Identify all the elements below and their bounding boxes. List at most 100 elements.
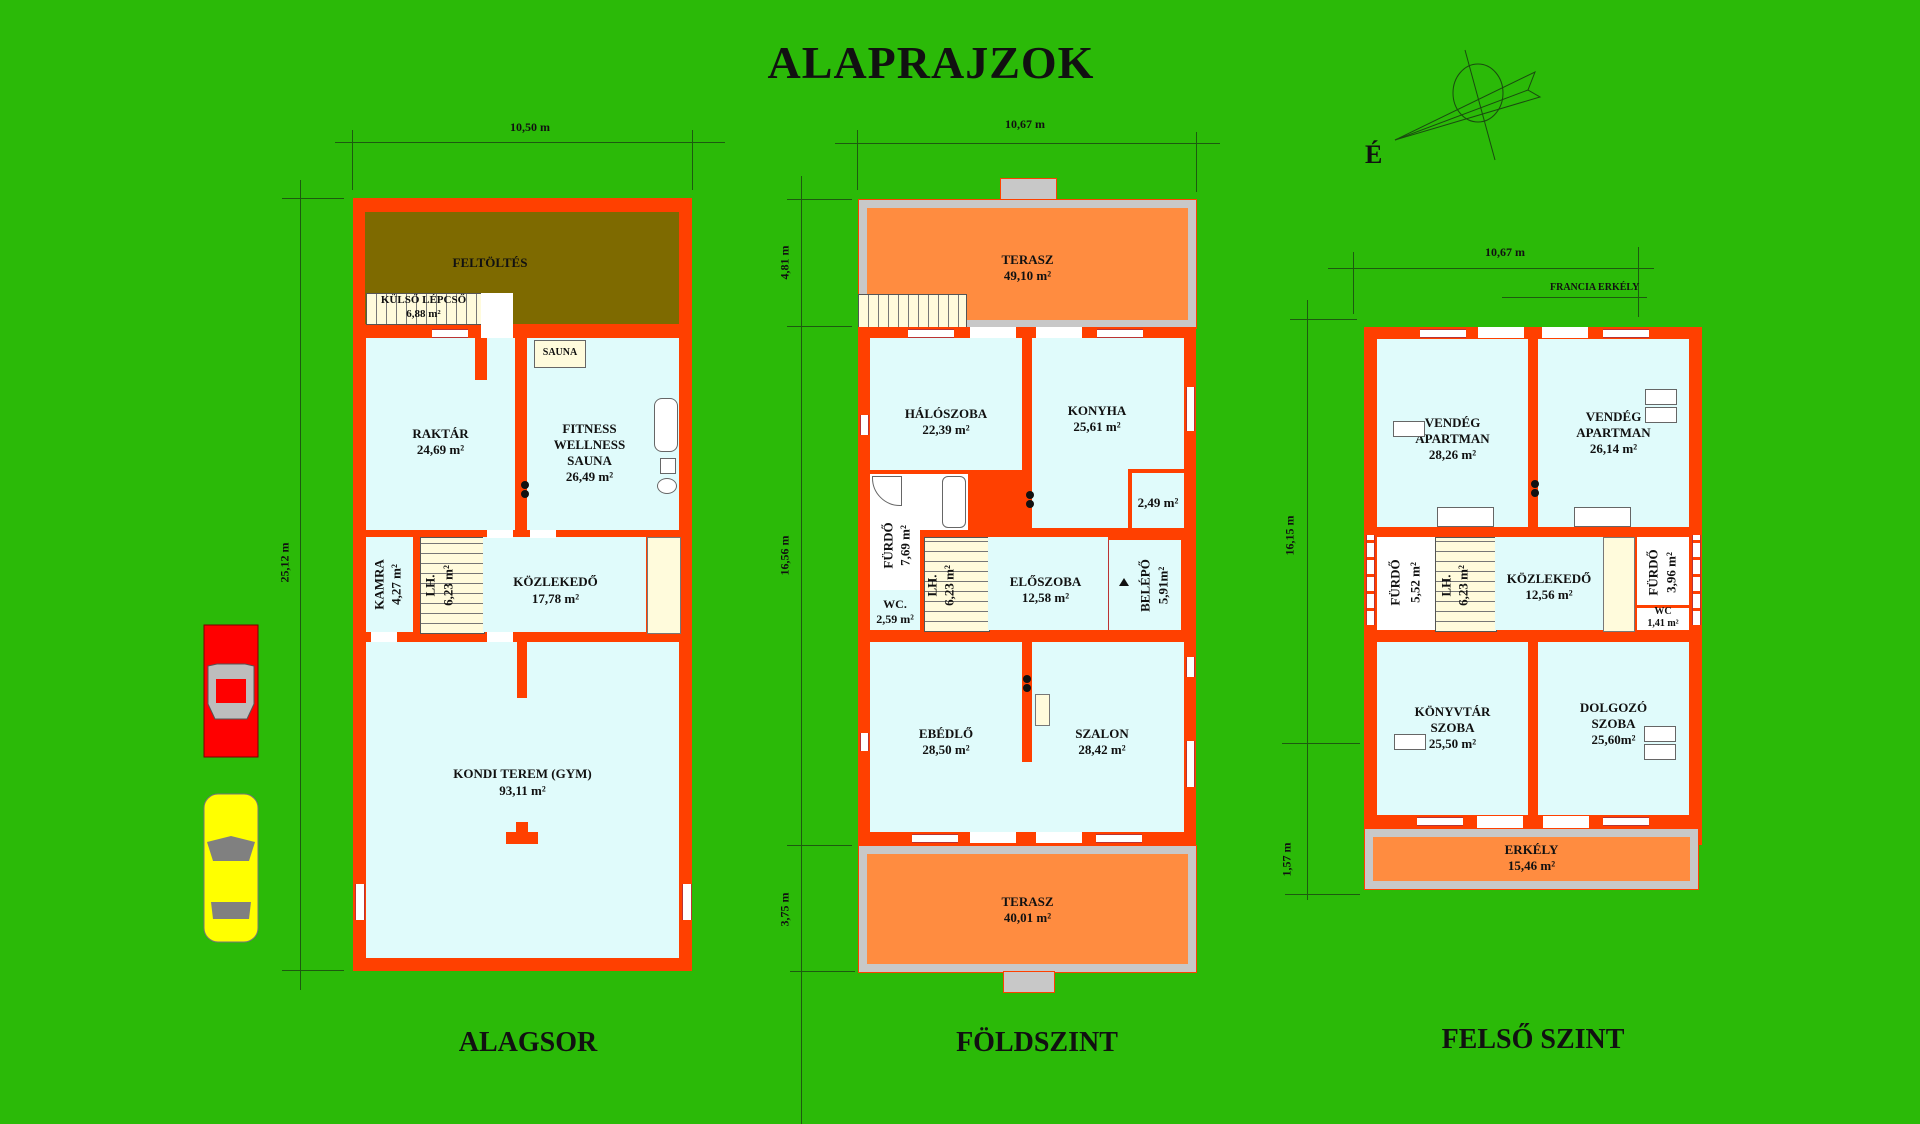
room-ebedlo: EBÉDLŐ 28,50 m² xyxy=(870,642,1022,832)
room-area: 6,23 m² xyxy=(440,565,456,606)
room-name: KONDI TEREM (GYM) xyxy=(453,766,592,781)
room-dolgozo-szoba: DOLGOZÓ SZOBA 25,60m² xyxy=(1538,642,1689,815)
dim-tick xyxy=(1282,743,1360,744)
room-name: KONYHA xyxy=(1067,403,1127,418)
window xyxy=(908,329,954,338)
room-area: 22,39 m² xyxy=(922,422,970,437)
balcony-door xyxy=(1543,816,1589,828)
room-terasz-south: TERASZ 40,01 m² xyxy=(858,845,1197,973)
dim-tick xyxy=(1353,252,1354,314)
room-area: 7,69 m² xyxy=(897,525,913,566)
pillar xyxy=(516,822,528,834)
window xyxy=(860,733,869,751)
window xyxy=(1186,741,1195,787)
floor-label-foldszint: FÖLDSZINT xyxy=(956,1027,1118,1058)
kitchenette-icon xyxy=(1437,507,1494,527)
room-kamra: KAMRA 4,27 m² xyxy=(366,537,413,632)
dim-tick xyxy=(692,130,693,190)
bed-icon xyxy=(1393,421,1425,437)
sink-icon xyxy=(660,458,676,474)
kitchenette-icon xyxy=(1574,507,1631,527)
red-car-icon xyxy=(203,624,259,758)
door xyxy=(487,530,513,538)
room-pantry: 2,49 m² xyxy=(1132,473,1184,528)
interior-wall xyxy=(1022,642,1032,762)
dim-tick xyxy=(1638,247,1639,317)
chimney-icon xyxy=(1023,675,1031,683)
leader-line xyxy=(1502,297,1647,298)
window xyxy=(1096,834,1142,843)
dim-tick xyxy=(787,199,852,200)
door xyxy=(371,632,397,642)
room-vendeg-apartman-1: VENDÉG APARTMAN 28,26 m² xyxy=(1377,339,1528,527)
height-dimension-terrace-bottom: 3,75 m xyxy=(777,892,792,927)
window xyxy=(1603,817,1649,826)
room-area: 28,42 m² xyxy=(1078,742,1126,757)
double-door xyxy=(1036,327,1082,338)
room-kulso-lepcso xyxy=(366,293,483,325)
room-name-line2: APARTMAN xyxy=(1576,425,1651,440)
bathtub-icon xyxy=(942,476,966,528)
room-wc: WC. 2,59 m² xyxy=(870,590,920,630)
window xyxy=(1603,329,1649,338)
room-furdo-right: FÜRDŐ 3,96 m² xyxy=(1637,537,1689,605)
dim-tick xyxy=(1196,132,1197,192)
dim-line-width xyxy=(335,142,725,143)
window xyxy=(1186,657,1195,677)
window xyxy=(860,415,869,435)
chimney-icon xyxy=(521,490,529,498)
room-name: ERKÉLY xyxy=(1504,842,1559,857)
room-area: 6,23 m² xyxy=(1455,565,1471,606)
desk-icon xyxy=(1644,726,1676,742)
stairs-lh xyxy=(1435,537,1497,632)
room-raktar: RAKTÁR 24,69 m² xyxy=(366,338,515,530)
room-name-line3: SAUNA xyxy=(567,453,612,468)
room-area: 4,27 m² xyxy=(388,564,404,605)
room-name: FELTÖLTÉS xyxy=(452,255,528,270)
compass-north-arrow xyxy=(1350,45,1580,165)
page-title: ALAPRAJZOK xyxy=(767,37,1095,88)
height-dimension-balcony: 1,57 m xyxy=(1279,842,1294,877)
room-area: 25,50 m² xyxy=(1428,736,1477,751)
room-name-line1: DOLGOZÓ xyxy=(1579,700,1648,715)
window xyxy=(1417,817,1463,826)
desk-icon xyxy=(1644,744,1676,760)
room-name: BELÉPŐ xyxy=(1137,559,1153,612)
room-area: 1,41 m² xyxy=(1647,618,1679,629)
chimney-icon xyxy=(1023,684,1031,692)
room-area: 25,61 m² xyxy=(1073,419,1121,434)
room-name: WC. xyxy=(883,597,907,611)
double-door xyxy=(970,327,1016,338)
balcony-door xyxy=(1477,816,1523,828)
dim-tick xyxy=(1285,894,1360,895)
pillar xyxy=(506,832,538,844)
room-name-line1: FITNESS xyxy=(562,421,617,436)
room-wc: WC 1,41 m² xyxy=(1637,606,1689,630)
room-area: 26,14 m² xyxy=(1589,441,1638,456)
french-balcony-door xyxy=(1478,327,1524,338)
dim-line-height xyxy=(801,176,802,1124)
dim-tick xyxy=(787,845,852,846)
room-area: 40,01 m² xyxy=(1003,910,1052,925)
room-area: 12,58 m² xyxy=(1021,590,1070,605)
fireplace-icon xyxy=(1035,694,1050,726)
room-name: FÜRDŐ xyxy=(1645,549,1661,596)
room-haloszoba: HÁLÓSZOBA 22,39 m² xyxy=(870,338,1022,470)
room-name: TERASZ xyxy=(1001,252,1054,267)
room-area: 17,78 m² xyxy=(531,591,580,606)
width-dimension: 10,67 m xyxy=(1005,117,1045,131)
room-name: ELŐSZOBA xyxy=(1009,574,1082,589)
dim-tick xyxy=(282,198,344,199)
room-area: 15,46 m² xyxy=(1507,858,1556,873)
room-area: 5,52 m² xyxy=(1407,562,1423,603)
height-dimension: 25,12 m xyxy=(277,542,292,583)
room-name: WC xyxy=(1654,606,1672,617)
room-name: FÜRDŐ xyxy=(1387,559,1403,606)
chimney-icon xyxy=(1026,491,1034,499)
window xyxy=(355,884,365,920)
stairs-lh xyxy=(924,537,990,632)
window xyxy=(432,329,468,338)
north-label: É xyxy=(1365,140,1383,169)
dim-tick xyxy=(857,130,858,190)
height-dimension-house: 16,15 m xyxy=(1282,515,1297,556)
